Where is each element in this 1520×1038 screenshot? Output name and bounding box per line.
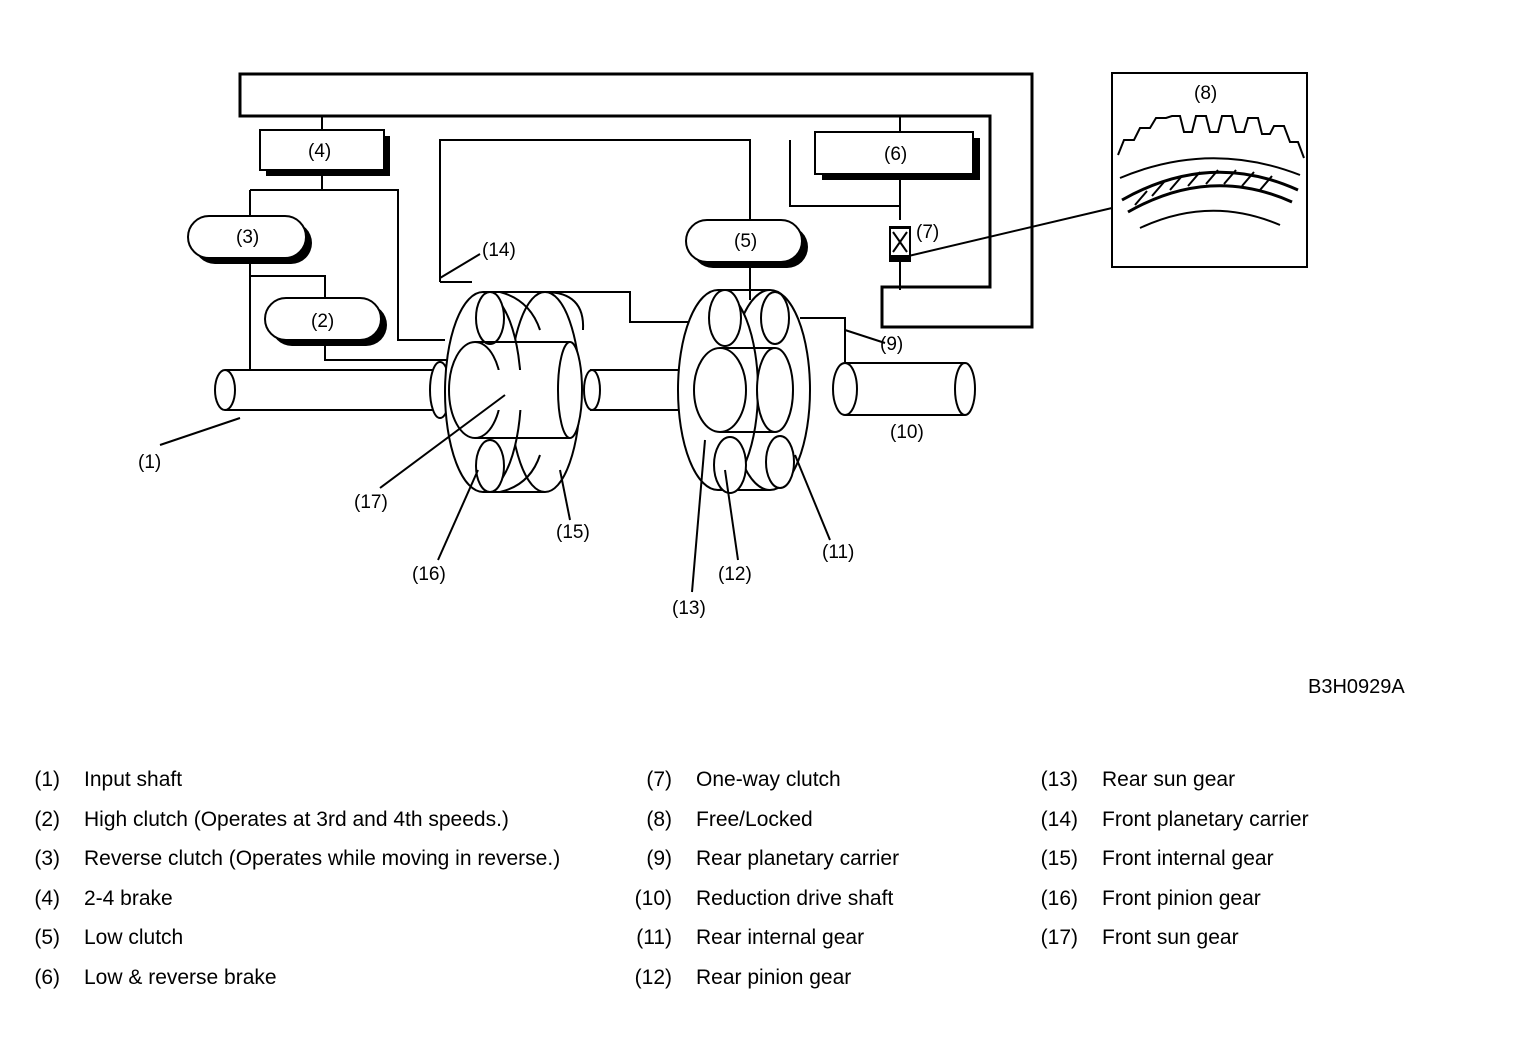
legend-label: Front sun gear <box>1102 926 1239 950</box>
legend-label: 2-4 brake <box>84 886 173 910</box>
legend-item: (9) Rear planetary carrier <box>630 839 899 879</box>
legend-item: (7) One-way clutch <box>630 760 899 800</box>
brake-2-4-block <box>259 129 390 176</box>
legend-number: (5) <box>34 926 60 950</box>
legend-label: Rear planetary carrier <box>696 847 900 871</box>
legend-number: (14) <box>1040 807 1078 831</box>
figure-code: B3H0929A <box>1308 676 1405 698</box>
callout-9: (9) <box>880 334 903 355</box>
legend-number: (2) <box>34 807 60 831</box>
legend-label: Rear pinion gear <box>696 965 852 989</box>
front-planetary-gear-set <box>444 291 595 493</box>
legend-item: (3) Reverse clutch (Operates while moving… <box>30 839 560 879</box>
legend-label: Rear internal gear <box>696 926 865 950</box>
callout-10: (10) <box>890 422 924 443</box>
rear-planetary-gear-set <box>677 289 811 494</box>
legend-label: High clutch (Operates at 3rd and 4th spe… <box>84 807 509 831</box>
legend-item: (14) Front planetary carrier <box>1036 800 1309 840</box>
callout-4: (4) <box>308 141 331 162</box>
legend-item: (15) Front internal gear <box>1036 839 1309 879</box>
legend-label: Rear sun gear <box>1102 768 1236 791</box>
callout-14: (14) <box>482 240 516 261</box>
legend-item: (11) Rear internal gear <box>630 918 899 958</box>
legend-number: (3) <box>34 847 60 871</box>
callout-12: (12) <box>718 564 752 585</box>
legend-number: (10) <box>634 886 672 910</box>
callout-16: (16) <box>412 564 446 585</box>
legend-label: Reduction drive shaft <box>696 886 894 910</box>
legend-number: (4) <box>34 886 60 910</box>
legend-label: Low & reverse brake <box>84 965 277 989</box>
callout-11: (11) <box>822 542 854 563</box>
legend-column-1: (1) Input shaft (2) High clutch (Operates … <box>30 760 560 998</box>
legend-number: (8) <box>646 807 672 831</box>
legend-number: (12) <box>634 965 672 989</box>
callout-6: (6) <box>884 144 907 165</box>
legend-item: (13) Rear sun gear <box>1036 760 1309 800</box>
legend-item: (4) 2-4 brake <box>30 879 560 919</box>
legend-item: (6) Low & reverse brake <box>30 958 560 998</box>
legend-label: Low clutch <box>84 926 184 950</box>
callout-7: (7) <box>916 222 939 243</box>
legend-item: (17) Front sun gear <box>1036 918 1309 958</box>
legend-item: (12) Rear pinion gear <box>630 958 899 998</box>
legend-label: Front planetary carrier <box>1102 807 1309 831</box>
callout-2: (2) <box>311 311 334 332</box>
legend-number: (17) <box>1040 926 1078 950</box>
input-shaft <box>214 361 451 419</box>
transmission-diagram: (1) (2) (3) (4) (5) (6) (7) (8) (9) (10)… <box>138 72 1308 619</box>
legend-item: (2) High clutch (Operates at 3rd and 4th … <box>30 800 560 840</box>
callout-8: (8) <box>1194 83 1217 104</box>
legend-number: (7) <box>646 768 672 791</box>
legend-column-2: (7) One-way clutch (8) Free/Locked (9) Rear… <box>630 760 899 998</box>
legend-number: (16) <box>1040 886 1078 910</box>
legend-number: (6) <box>34 965 60 989</box>
legend-item: (1) Input shaft <box>30 760 560 800</box>
legend-label: Input shaft <box>84 768 183 791</box>
legend-label: Front internal gear <box>1102 847 1274 871</box>
high-clutch-block <box>264 297 387 346</box>
callout-5: (5) <box>734 231 757 252</box>
legend-label: One-way clutch <box>696 768 841 791</box>
legend-label: Free/Locked <box>696 807 813 831</box>
legend-item: (5) Low clutch <box>30 918 560 958</box>
legend-number: (15) <box>1040 847 1078 871</box>
legend-number: (13) <box>1040 768 1078 791</box>
legend-label: Reverse clutch (Operates while moving in… <box>84 847 561 871</box>
callout-3: (3) <box>236 227 259 248</box>
legend-item: (8) Free/Locked <box>630 800 899 840</box>
low-clutch-block <box>685 219 808 268</box>
one-way-clutch-detail-inset <box>899 72 1308 268</box>
callout-17: (17) <box>354 492 388 513</box>
low-reverse-brake-block <box>814 131 980 180</box>
reverse-clutch-block <box>187 215 312 264</box>
reduction-drive-shaft <box>832 362 976 416</box>
legend-label: Front pinion gear <box>1102 886 1261 910</box>
leader-lines <box>159 253 886 593</box>
legend-number: (1) <box>34 768 60 791</box>
legend-column-3: (13) Rear sun gear (14) Front planetary ca… <box>1036 760 1309 958</box>
legend-number: (11) <box>636 926 672 950</box>
housing-frame <box>238 72 1034 329</box>
callout-13: (13) <box>672 598 706 619</box>
callout-15: (15) <box>556 522 590 543</box>
legend-item: (10) Reduction drive shaft <box>630 879 899 919</box>
legend-item: (16) Front pinion gear <box>1036 879 1309 919</box>
one-way-clutch-symbol <box>889 226 911 262</box>
connection-lines <box>249 116 901 372</box>
legend-number: (9) <box>646 847 672 871</box>
callout-1: (1) <box>138 452 161 473</box>
